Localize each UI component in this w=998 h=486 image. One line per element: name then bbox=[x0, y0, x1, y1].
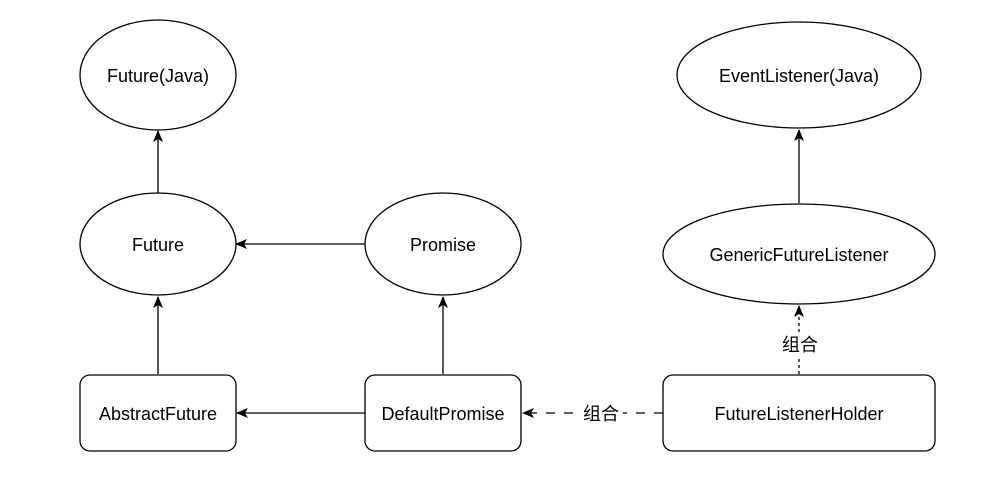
edge-label-bg bbox=[779, 332, 821, 356]
node-future[interactable]: Future bbox=[79, 192, 237, 296]
node-label: Future(Java) bbox=[107, 66, 209, 86]
node-label: EventListener(Java) bbox=[719, 66, 879, 86]
edge-label-bg bbox=[579, 401, 623, 425]
node-event-listener-java[interactable]: EventListener(Java) bbox=[676, 21, 922, 129]
node-default-promise[interactable]: DefaultPromise bbox=[364, 374, 522, 452]
node-promise[interactable]: Promise bbox=[364, 192, 522, 296]
edge-label-composition-vertical: 组合 bbox=[782, 335, 818, 356]
edge-label-composition-horizontal: 组合 bbox=[583, 404, 619, 425]
node-generic-future-listener[interactable]: GenericFutureListener bbox=[662, 203, 936, 305]
node-label: Future bbox=[132, 235, 184, 255]
node-abstract-future[interactable]: AbstractFuture bbox=[79, 374, 237, 452]
edges bbox=[153, 129, 804, 418]
edge-labels: 组合 组合 bbox=[579, 332, 821, 425]
node-label: DefaultPromise bbox=[381, 404, 504, 424]
node-label: Promise bbox=[410, 235, 476, 255]
node-label: FutureListenerHolder bbox=[714, 404, 883, 424]
node-future-listener-holder[interactable]: FutureListenerHolder bbox=[662, 374, 936, 452]
node-label: AbstractFuture bbox=[99, 404, 217, 424]
node-label: GenericFutureListener bbox=[709, 245, 888, 265]
node-future-java[interactable]: Future(Java) bbox=[79, 19, 237, 131]
